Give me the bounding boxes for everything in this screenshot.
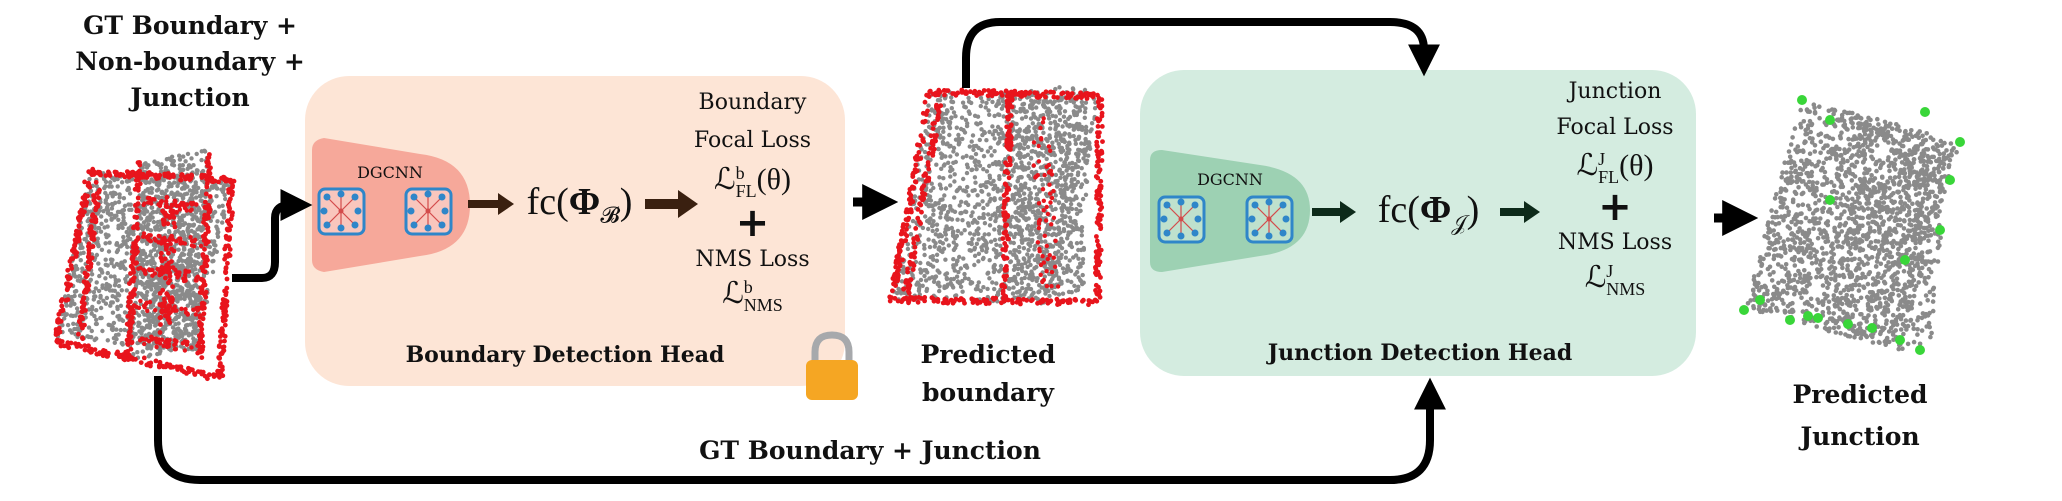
predicted-boundary-point-cloud [887,85,1105,308]
junction-head-panel [1140,70,1696,376]
loss-arg: (θ) [1619,149,1654,182]
plus-sign: + [1598,184,1632,231]
loss-sup: b [743,277,753,298]
input-point-cloud [53,148,237,382]
predicted-junction-point-cloud [1739,95,1965,355]
boundary-fc-label: fc(Φ𝓑) [512,180,647,238]
input-to-boundary-arrow [232,189,313,282]
junction-fc-label: fc(Φ𝒥) [1356,188,1501,246]
predicted-junction-line: Junction [1800,422,1920,451]
loss-symbol: ℒ [722,277,744,311]
bottom-gt-arrow [154,376,1446,484]
loss-sub: FL [735,181,757,202]
encoder-to-fc-arrowhead [498,193,514,215]
fc-sub: 𝓑 [600,202,620,228]
loss-symbol: ℒ [1584,261,1607,295]
fc-symbol: Φ [568,181,601,223]
focal-loss-line: Focal Loss [693,128,812,153]
loss-sup: J [1598,149,1606,170]
fc-suffix: ) [1466,189,1480,231]
nms-loss-label: NMS Loss [1557,230,1673,256]
lock-icon [806,331,858,400]
fc-suffix: ) [619,181,633,223]
focal-loss-line: Junction [1568,79,1662,104]
loss-sup: b [735,163,745,184]
predicted-boundary-label: Predicted boundary [888,336,1088,412]
predicted-boundary-line: Predicted [920,340,1056,369]
boundary-head-panel [305,76,845,386]
loss-symbol: ℒ [714,163,736,196]
bottom-path-label: GT Boundary + Junction [699,436,1041,465]
input-label-line: GT Boundary + [83,11,297,40]
nms-loss-label: NMS Loss [695,247,810,273]
graph-node-icon [1157,195,1206,244]
boundary-head-title: Boundary Detection Head [405,342,725,368]
fc-prefix: fc( [526,181,569,223]
predicted-junction-label: Predicted Junction [1750,374,1970,458]
boundary-encoder-label: DGCNN [357,163,423,182]
junction-head-title: Junction Detection Head [1267,340,1573,366]
junction-encoder-label: DGCNN [1197,170,1263,189]
graph-node-icon [404,187,453,236]
focal-loss-line: Boundary [698,90,807,115]
jencoder-to-fc-arrowhead [1340,201,1356,223]
focal-loss-line: Focal Loss [1556,115,1674,140]
graph-node-icon [1245,195,1294,244]
input-label: GT Boundary + Non-boundary + Junction [40,8,340,116]
boundary-encoder-shape [312,138,470,272]
fc-to-loss-arrowhead [678,190,698,218]
loss-symbol: ℒ [1576,149,1599,182]
jfc-to-loss-arrowhead [1524,201,1540,223]
graph-node-icon [317,187,366,236]
loss-arg: (θ) [756,163,791,196]
predicted-junction-line: Predicted [1792,380,1928,409]
top-skip-arrow [962,18,1440,88]
loss-sub: NMS [1606,279,1646,300]
plus-sign: + [735,200,770,247]
input-label-line: Junction [130,83,250,112]
predicted-boundary-line: boundary [922,378,1054,407]
input-label-line: Non-boundary + [75,47,305,76]
fc-symbol: Φ [1419,189,1452,231]
fc-prefix: fc( [1377,189,1420,231]
loss-sub: FL [1598,167,1620,188]
fc-sub: 𝒥 [1451,210,1467,236]
loss-sub: NMS [743,295,783,316]
loss-sup: J [1606,261,1614,282]
